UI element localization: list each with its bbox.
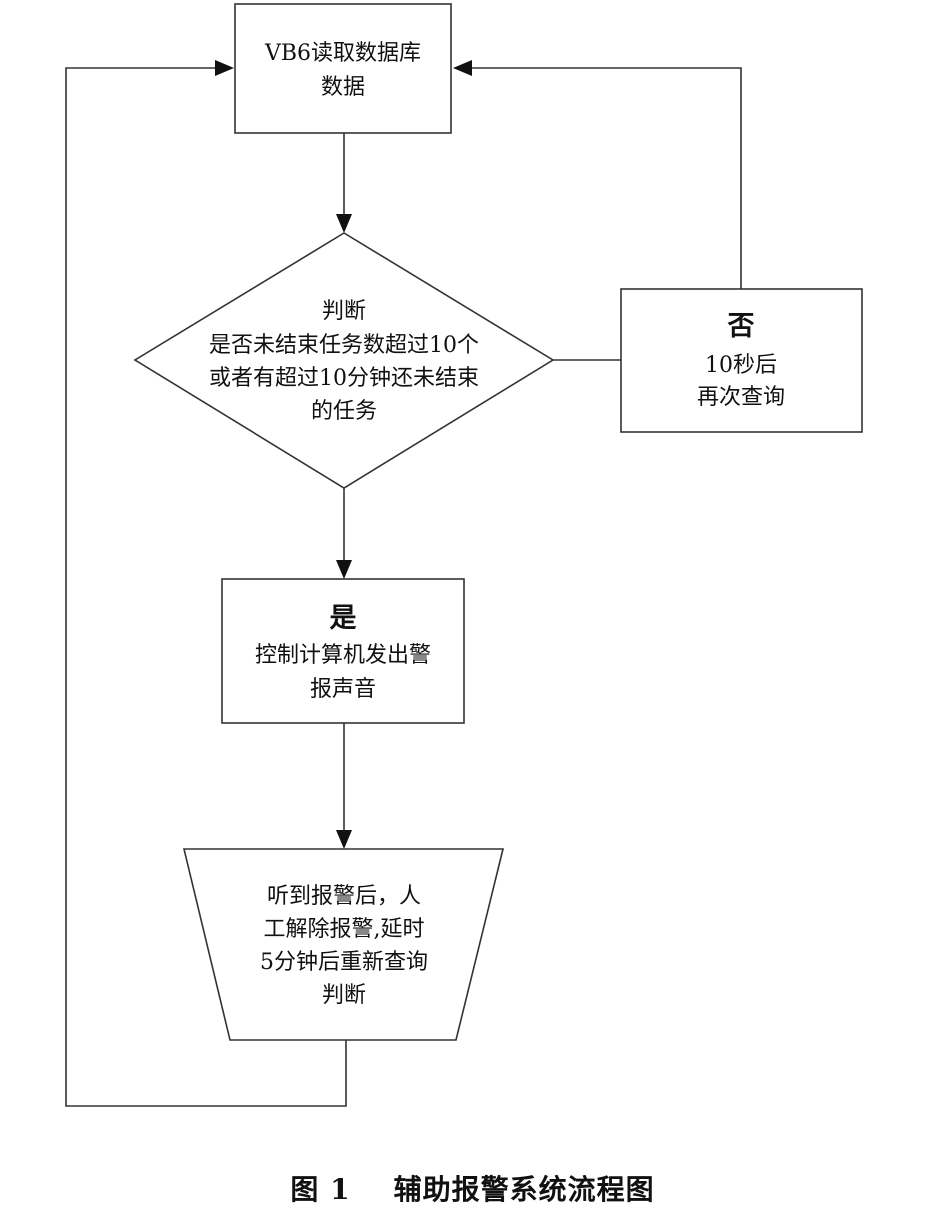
node-decision: 判断 是否未结束任务数超过10个 或者有超过10分钟还未结束 的任务 bbox=[133, 232, 555, 489]
node-yes-branch: 是 控制计算机发出警 报声音 bbox=[221, 578, 465, 724]
arrowhead-down-2 bbox=[336, 560, 352, 579]
arrowhead-right-left-side bbox=[215, 60, 234, 76]
manual-line-2: 工解除报警,延时 bbox=[264, 917, 425, 942]
arrowhead-down-3 bbox=[336, 830, 352, 849]
no-line-1: 10秒后 bbox=[705, 353, 777, 378]
arrowhead-left-right-side bbox=[453, 60, 472, 76]
connector-no-to-read bbox=[453, 60, 742, 289]
decision-line-4: 的任务 bbox=[311, 399, 377, 424]
figure-number: 图 1 bbox=[290, 1173, 351, 1206]
yes-heading: 是 bbox=[330, 603, 357, 634]
connector-read-to-decision bbox=[336, 133, 352, 233]
yes-line-2: 报声音 bbox=[310, 677, 376, 702]
node-manual-operation: 听到报警后，人 工解除报警,延时 5分钟后重新查询 判断 bbox=[182, 848, 505, 1041]
decision-line-2: 是否未结束任务数超过10个 bbox=[209, 333, 479, 358]
node-no-branch: 否 10秒后 再次查询 bbox=[620, 288, 863, 433]
no-heading: 否 bbox=[728, 311, 755, 342]
figure-caption: 图 1 辅助报警系统流程图 bbox=[0, 1168, 945, 1208]
decision-line-1: 判断 bbox=[322, 299, 366, 324]
figure-title: 辅助报警系统流程图 bbox=[393, 1173, 655, 1206]
manual-line-4: 判断 bbox=[322, 983, 366, 1008]
read-db-line-2: 数据 bbox=[321, 75, 365, 100]
manual-line-3: 5分钟后重新查询 bbox=[260, 950, 428, 975]
yes-line-1: 控制计算机发出警 bbox=[255, 643, 431, 668]
arrowhead-down-1 bbox=[336, 214, 352, 233]
flowchart: VB6读取数据库 数据 判断 是否未结束任务数超过10个 或者有超过10分钟还未… bbox=[65, 3, 863, 1107]
node-read-database: VB6读取数据库 数据 bbox=[234, 3, 452, 134]
read-db-line-1: VB6读取数据库 bbox=[264, 41, 421, 66]
connector-manual-loop-back bbox=[65, 60, 347, 1107]
decision-line-3: 或者有超过10分钟还未结束 bbox=[209, 366, 479, 391]
manual-line-1: 听到报警后，人 bbox=[267, 884, 421, 909]
connector-yes-to-manual bbox=[336, 723, 352, 849]
no-line-2: 再次查询 bbox=[697, 385, 785, 410]
connector-decision-to-yes bbox=[336, 488, 352, 579]
